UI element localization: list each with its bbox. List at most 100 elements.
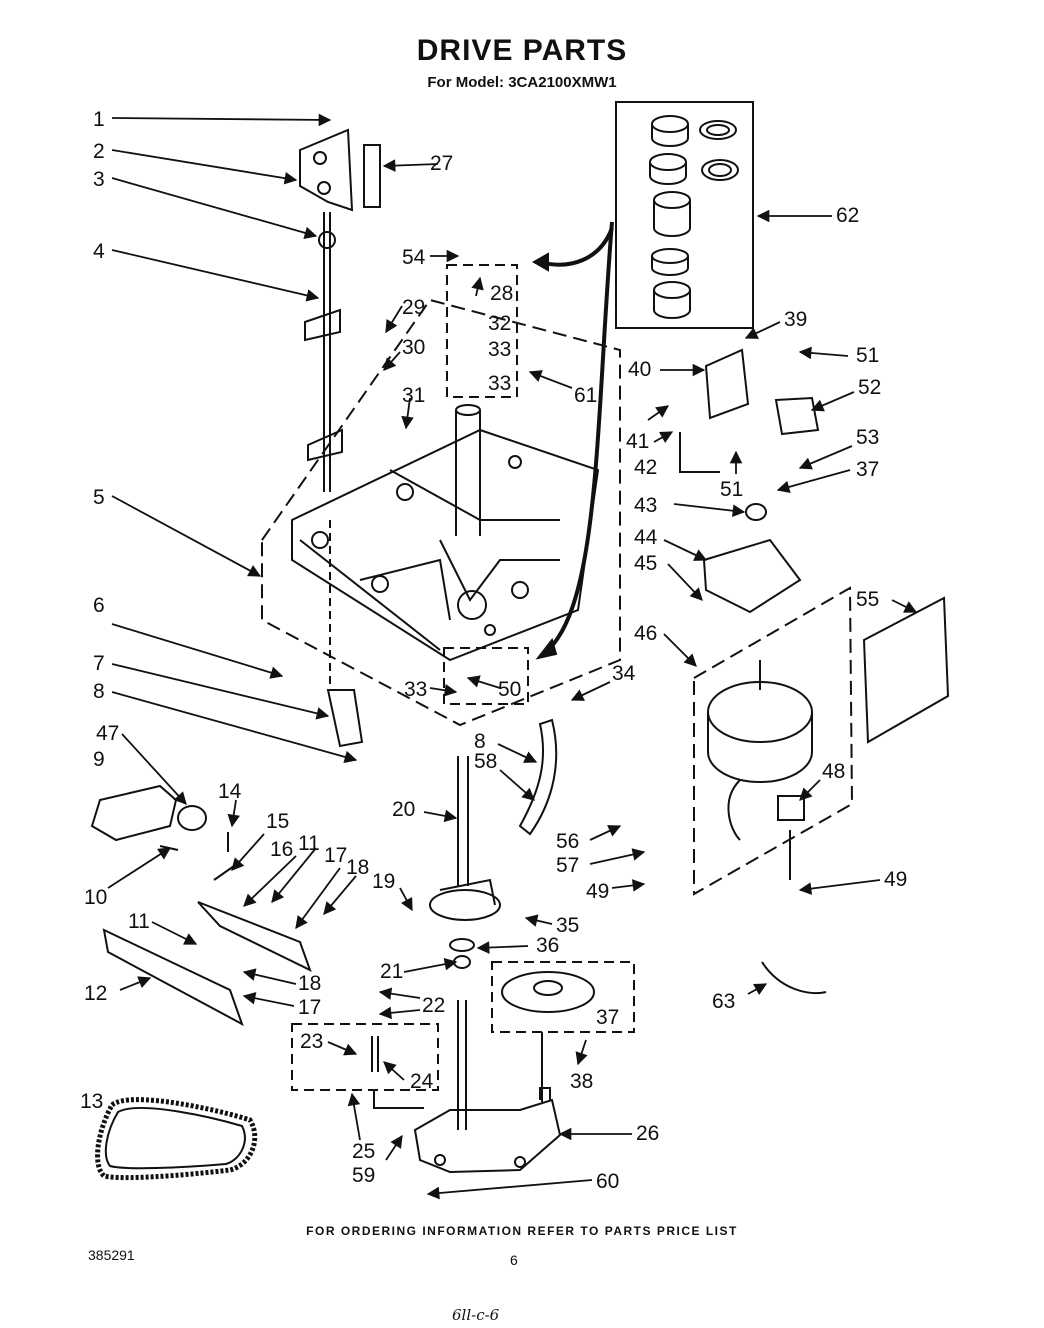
callout-labels: 1 2 3 4 5 6 7 8 9 10 11 11 12 13 14 15 1…: [80, 108, 907, 1193]
part-48: [777, 795, 805, 821]
callout-7: 7: [93, 652, 105, 675]
part-47: [177, 805, 207, 831]
callout-48: 48: [822, 760, 845, 783]
callout-2: 2: [93, 140, 105, 163]
callout-39: 39: [784, 308, 807, 331]
bearing-50-box: [443, 647, 529, 705]
callout-17a: 17: [324, 844, 347, 867]
part-43: [745, 503, 767, 521]
callout-30: 30: [402, 336, 425, 359]
leader-lines: [107, 113, 918, 1200]
part-7: [326, 689, 364, 748]
callout-37b: 37: [856, 458, 879, 481]
callout-18a: 18: [346, 856, 369, 879]
callout-58: 58: [474, 750, 497, 773]
callout-36: 36: [536, 934, 559, 957]
callout-29: 29: [402, 296, 425, 319]
callout-10: 10: [84, 886, 107, 909]
callout-47: 47: [96, 722, 119, 745]
callout-4: 4: [93, 240, 105, 263]
pulley-38-box: [491, 961, 635, 1033]
callout-44: 44: [634, 526, 658, 549]
callout-37a: 37: [596, 1006, 619, 1029]
part-9: [90, 784, 178, 842]
part-27: [363, 144, 381, 208]
strap-58: [518, 718, 558, 836]
callout-34: 34: [612, 662, 636, 685]
callout-54: 54: [402, 246, 426, 269]
mount-44: [702, 538, 802, 614]
callout-60: 60: [596, 1170, 619, 1193]
callout-51a: 51: [856, 344, 879, 367]
callout-12: 12: [84, 982, 107, 1005]
callout-53: 53: [856, 426, 879, 449]
callout-52: 52: [858, 376, 881, 399]
bearing-kit-box: [446, 264, 518, 398]
spin-tube-20: [457, 756, 469, 886]
callout-3: 3: [93, 168, 105, 191]
callout-17b: 17: [298, 996, 321, 1019]
callout-27: 27: [430, 152, 453, 175]
document-number: 385291: [88, 1247, 135, 1263]
callout-33b: 33: [488, 372, 511, 395]
callout-14: 14: [218, 780, 242, 803]
callout-38: 38: [570, 1070, 593, 1093]
callout-59: 59: [352, 1164, 375, 1187]
curved-arrow-top: [539, 227, 614, 267]
callout-16: 16: [270, 838, 293, 861]
callout-21: 21: [380, 960, 403, 983]
callout-28: 28: [490, 282, 513, 305]
callout-24: 24: [410, 1070, 434, 1093]
shift-rod-4: [323, 212, 331, 492]
model-subtitle: For Model: 3CA2100XMW1: [427, 74, 617, 91]
callout-6: 6: [93, 594, 105, 617]
callout-56: 56: [556, 830, 579, 853]
kit-62-box: [615, 101, 754, 329]
callout-8b: 8: [474, 730, 486, 753]
callout-55: 55: [856, 588, 879, 611]
callout-49b: 49: [884, 868, 907, 891]
base-plate: [291, 428, 600, 662]
callout-1: 1: [93, 108, 105, 131]
callout-11a: 11: [298, 832, 320, 855]
lever-12: [102, 928, 244, 1027]
handwritten-note: 6ll-c-6: [452, 1306, 500, 1324]
center-tube: [455, 410, 481, 536]
callout-23: 23: [300, 1030, 323, 1053]
callout-11b: 11: [128, 910, 150, 933]
kit-25-box: [291, 1023, 439, 1091]
callout-45: 45: [634, 552, 657, 575]
callout-9: 9: [93, 748, 105, 771]
bracket-40: [704, 348, 750, 420]
callout-8: 8: [93, 680, 105, 703]
callout-25: 25: [352, 1140, 375, 1163]
callout-40: 40: [628, 358, 651, 381]
callout-35: 35: [556, 914, 579, 937]
motor-46: [707, 681, 813, 743]
callout-19: 19: [372, 870, 395, 893]
wire-63: [761, 961, 827, 995]
drive-pulley: [501, 971, 595, 1013]
callout-32: 32: [488, 312, 511, 335]
callout-50: 50: [498, 678, 521, 701]
callout-26: 26: [636, 1122, 659, 1145]
callout-43: 43: [634, 494, 657, 517]
callout-20: 20: [392, 798, 415, 821]
callout-51b: 51: [720, 478, 743, 501]
ordering-footer: FOR ORDERING INFORMATION REFER TO PARTS …: [306, 1224, 738, 1238]
page-title: DRIVE PARTS: [416, 34, 628, 67]
callout-18b: 18: [298, 972, 321, 995]
callout-13: 13: [80, 1090, 103, 1113]
curved-arrow-bottom: [546, 221, 614, 652]
kit-62-parts: [649, 115, 739, 319]
callout-42: 42: [634, 456, 657, 479]
callout-46: 46: [634, 622, 657, 645]
callout-61: 61: [574, 384, 597, 407]
gearcase-26: [413, 1098, 562, 1174]
callout-49a: 49: [586, 880, 609, 903]
callout-41: 41: [626, 430, 649, 453]
callout-57: 57: [556, 854, 579, 877]
callout-5: 5: [93, 486, 105, 509]
base-assembly-outline: [261, 298, 621, 727]
